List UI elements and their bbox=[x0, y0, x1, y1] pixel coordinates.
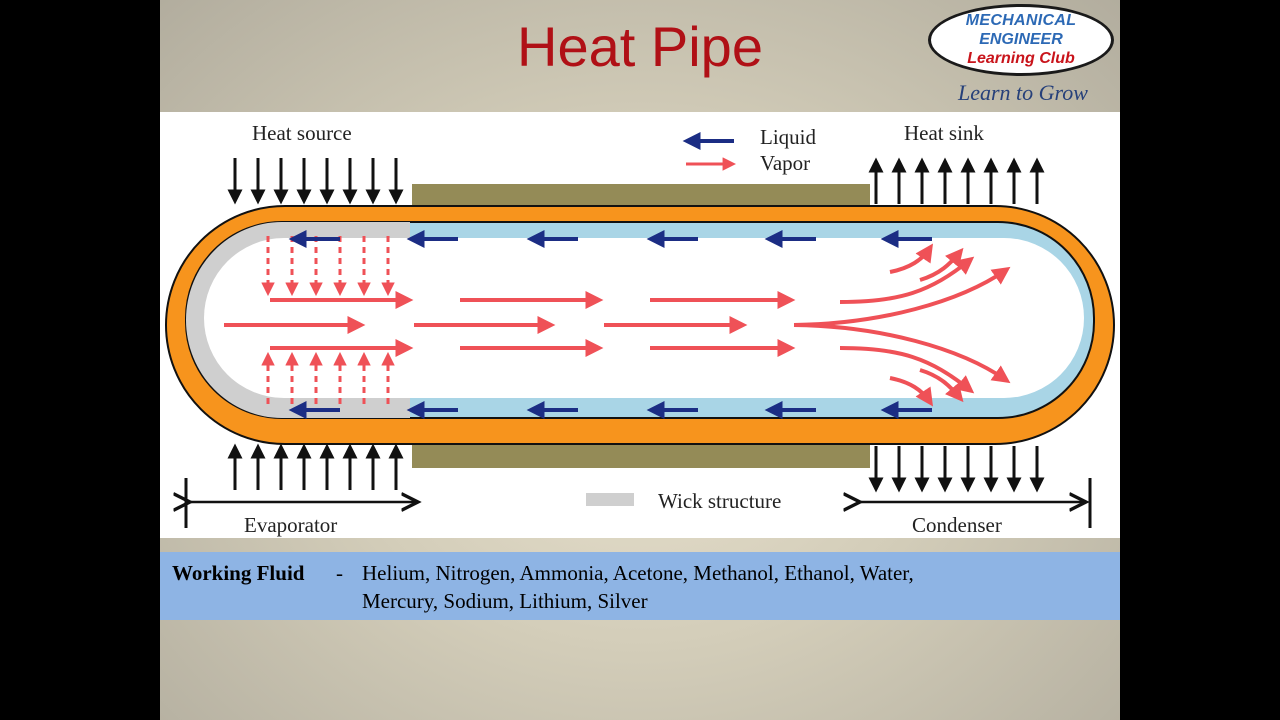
top-insulation bbox=[412, 184, 870, 208]
condenser-label: Condenser bbox=[912, 513, 1002, 537]
heat-source-arrows-bottom bbox=[227, 443, 404, 490]
vapor-flow-arrows bbox=[224, 243, 1011, 407]
heat-sink-label: Heat sink bbox=[904, 121, 984, 145]
heat-sink-arrows-bottom bbox=[868, 446, 1045, 493]
logo-oval bbox=[928, 4, 1114, 76]
logo-line-3: Learning Club bbox=[967, 50, 1075, 67]
heat-pipe-diagram: Heat source Heat sink Liquid Vapor Wick … bbox=[160, 112, 1120, 538]
legend-wick-label: Wick structure bbox=[658, 489, 781, 513]
heat-source-arrows bbox=[227, 158, 404, 205]
evaporator-label: Evaporator bbox=[244, 513, 337, 537]
logo-line-1: MECHANICAL bbox=[965, 12, 1077, 29]
heat-source-label: Heat source bbox=[252, 121, 352, 145]
legend-vapor-label: Vapor bbox=[760, 151, 810, 175]
legend-liquid-label: Liquid bbox=[760, 125, 816, 149]
working-fluid-band: Working Fluid - Helium, Nitrogen, Ammoni… bbox=[160, 552, 1120, 620]
logo-line-2: ENGINEER bbox=[979, 31, 1063, 48]
logo-tagline: Learn to Grow bbox=[958, 80, 1088, 105]
bottom-insulation bbox=[412, 444, 870, 468]
liquid-flow-arrows bbox=[288, 230, 932, 419]
slide: Heat Pipe MECHANICAL ENGINEER Learning C… bbox=[160, 0, 1120, 720]
working-fluid-label: Working Fluid bbox=[172, 561, 305, 585]
heat-sink-arrows bbox=[868, 157, 1045, 204]
evaporation-arrows bbox=[261, 236, 395, 404]
working-fluid-list-line-1: Helium, Nitrogen, Ammonia, Acetone, Meth… bbox=[362, 561, 914, 585]
working-fluid-separator: - bbox=[336, 561, 343, 585]
legend-wick-swatch bbox=[586, 493, 634, 506]
working-fluid-list-line-2: Mercury, Sodium, Lithium, Silver bbox=[362, 589, 648, 613]
club-logo: MECHANICAL ENGINEER Learning Club Learn … bbox=[926, 2, 1120, 110]
vapor-core bbox=[204, 238, 1084, 398]
slide-title: Heat Pipe bbox=[517, 15, 763, 78]
heat-pipe-svg: Heat source Heat sink Liquid Vapor Wick … bbox=[165, 121, 1115, 537]
